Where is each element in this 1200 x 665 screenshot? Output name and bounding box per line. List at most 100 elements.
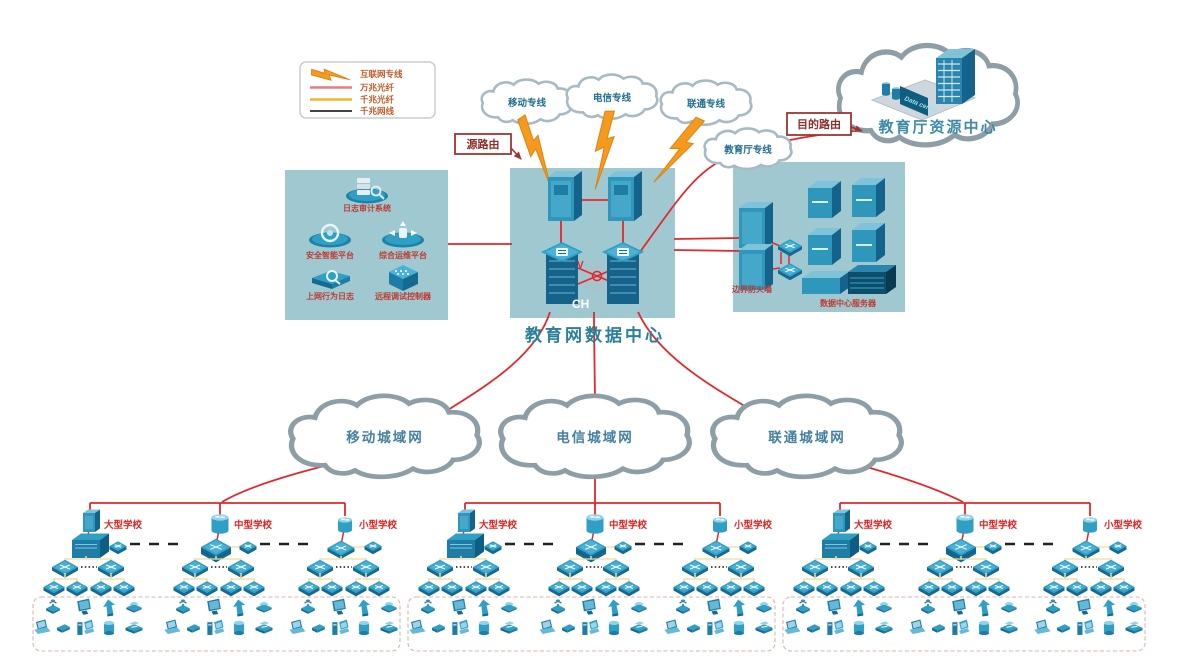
management-item-label: 日志审计系统 xyxy=(343,203,391,213)
school-type-label: 大型学校 xyxy=(104,519,143,531)
figure-icon xyxy=(103,599,115,617)
laptop-icon xyxy=(164,619,181,634)
bin-icon xyxy=(103,620,115,636)
metro-cloud-0 xyxy=(288,393,482,480)
metro-cloud-2 xyxy=(710,393,904,480)
metro-cloud-label: 联通城域网 xyxy=(768,429,846,445)
bin-icon xyxy=(1103,620,1115,636)
dome-icon xyxy=(756,602,772,613)
printer-icon xyxy=(125,621,143,634)
phone-icon xyxy=(687,624,700,633)
legend-item-label: 千兆光纤 xyxy=(360,95,395,105)
school-large: 大型学校 xyxy=(409,509,518,636)
monitor-icon xyxy=(332,598,346,615)
bolts xyxy=(517,110,706,190)
pc-icon xyxy=(77,619,95,635)
pc-icon xyxy=(452,619,470,635)
phone-icon xyxy=(1057,624,1070,633)
monitor-icon xyxy=(952,598,966,615)
legend-item-label: 互联网专线 xyxy=(360,69,403,79)
terminal-devices xyxy=(164,598,273,636)
ap-icon xyxy=(301,599,315,614)
school-large: 大型学校 xyxy=(34,509,143,636)
source-route-box xyxy=(454,133,512,155)
pc-icon xyxy=(707,619,725,635)
school-medium: 中型学校 xyxy=(539,514,648,636)
pc-icon xyxy=(332,619,350,635)
school-type-label: 中型学校 xyxy=(609,519,648,531)
monitor-icon xyxy=(77,598,91,615)
terminal-devices xyxy=(539,598,648,636)
top-cloud-label: 联通专线 xyxy=(687,98,726,110)
school-type-label: 中型学校 xyxy=(979,519,1018,531)
printer-icon xyxy=(755,621,773,634)
datacenter-label: 教育网数据中心 xyxy=(524,325,665,345)
ap-icon xyxy=(551,599,565,614)
printer-icon xyxy=(875,621,893,634)
monitor-icon xyxy=(707,598,721,615)
phone-icon xyxy=(932,624,945,633)
school-small: 小型学校 xyxy=(289,517,398,636)
figure-icon xyxy=(733,599,745,617)
terminal-devices xyxy=(909,598,1018,636)
ap-icon xyxy=(46,599,60,614)
stack-mark-v: V xyxy=(577,260,584,271)
phone-icon xyxy=(187,624,200,633)
pc-icon xyxy=(952,619,970,635)
school-small: 小型学校 xyxy=(1034,517,1143,636)
dest-route-label: 目的路由 xyxy=(797,117,841,131)
phone-icon xyxy=(312,624,325,633)
ap-icon xyxy=(676,599,690,614)
bin-icon xyxy=(733,620,745,636)
legend-item-label: 万兆光纤 xyxy=(359,83,395,93)
terminal-devices xyxy=(409,598,518,636)
metro-cloud-label: 移动城域网 xyxy=(346,429,424,445)
laptop-icon xyxy=(539,619,556,634)
terminal-devices xyxy=(784,598,893,636)
figure-icon xyxy=(358,599,370,617)
dome-icon xyxy=(126,602,142,613)
dome-icon xyxy=(1126,602,1142,613)
school-medium: 中型学校 xyxy=(909,514,1018,636)
edu-cloud-label: 教育厅专线 xyxy=(723,144,772,156)
datacenter-panel xyxy=(510,168,675,318)
resource-datacenter-graphic: Data center xyxy=(870,49,977,121)
monitor-icon xyxy=(207,598,221,615)
laptop-icon xyxy=(664,619,681,634)
bin-icon xyxy=(853,620,865,636)
printer-icon xyxy=(500,621,518,634)
ap-icon xyxy=(421,599,435,614)
dome-icon xyxy=(501,602,517,613)
school-large: 大型学校 xyxy=(784,509,893,636)
dome-icon xyxy=(631,602,647,613)
datacenter-equipment: VCH xyxy=(541,171,644,311)
pc-icon xyxy=(1077,619,1095,635)
phone-icon xyxy=(562,624,575,633)
laptop-icon xyxy=(289,619,306,634)
monitor-icon xyxy=(452,598,466,615)
bin-icon xyxy=(358,620,370,636)
terminal-devices xyxy=(289,598,398,636)
laptop-icon xyxy=(34,619,51,634)
edu-line-cloud xyxy=(703,127,793,171)
ap-icon xyxy=(921,599,935,614)
ap-icon xyxy=(1046,599,1060,614)
resource-center-label: 教育厅资源中心 xyxy=(877,118,997,136)
monitor-icon xyxy=(827,598,841,615)
servers-label: 数据中心服务器 xyxy=(820,298,877,308)
management-item-label: 上网行为日志 xyxy=(306,291,354,301)
metro-cloud-1 xyxy=(498,393,692,480)
bin-icon xyxy=(608,620,620,636)
laptop-icon xyxy=(909,619,926,634)
laptop-icon xyxy=(409,619,426,634)
top-cloud-1 xyxy=(565,73,659,121)
school-group-0: 大型学校中型学校小型学校 xyxy=(32,502,401,652)
pc-icon xyxy=(582,619,600,635)
firewall-label: 边界防火墙 xyxy=(731,284,772,294)
ap-icon xyxy=(796,599,810,614)
printer-icon xyxy=(1000,621,1018,634)
pc-icon xyxy=(207,619,225,635)
terminal-devices xyxy=(34,598,143,636)
